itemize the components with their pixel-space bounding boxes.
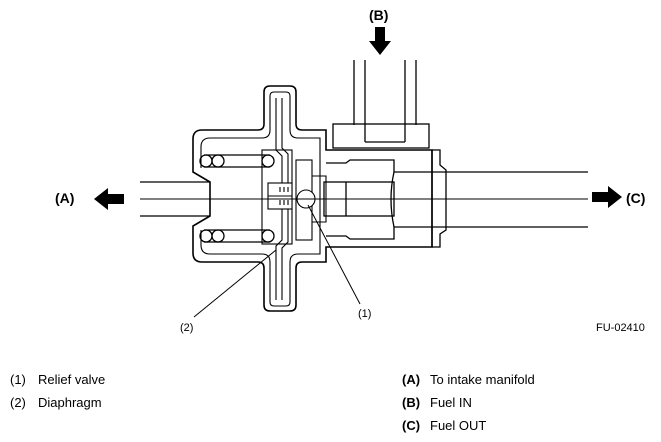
- legend-key: (C): [402, 418, 421, 433]
- relief-valve: [267, 159, 327, 241]
- callout-c: (C): [626, 190, 645, 206]
- legend-item-intake-manifold: (A) To intake manifold: [402, 372, 535, 395]
- legend-text: Diaphragm: [38, 395, 102, 410]
- legend-flows: (A) To intake manifold (B) Fuel IN (C) Fuel…: [402, 372, 535, 441]
- vacuum-port-pipe: [140, 181, 210, 217]
- fuel-in-pipe: [332, 60, 430, 149]
- legend-text: Fuel OUT: [430, 418, 487, 433]
- legend-item-diaphragm: (2) Diaphragm: [10, 395, 105, 418]
- legend-text: To intake manifold: [430, 372, 535, 387]
- callout-2: (2): [180, 322, 193, 334]
- legend-text: Fuel IN: [430, 395, 472, 410]
- fuel-out-pipe: [432, 149, 588, 248]
- legend-key: (B): [402, 395, 421, 410]
- legend-key: (2): [10, 395, 26, 410]
- callout-a: (A): [55, 190, 74, 206]
- callout-b: (B): [369, 7, 388, 23]
- legend-parts: (1) Relief valve (2) Diaphragm: [10, 372, 105, 418]
- leader-line-2: [193, 249, 277, 318]
- regulator-housing: [192, 85, 433, 312]
- legend-item-fuel-in: (B) Fuel IN: [402, 395, 535, 418]
- leader-line-1: [307, 204, 361, 305]
- legend-item-fuel-out: (C) Fuel OUT: [402, 418, 535, 441]
- legend-key: (A): [402, 372, 421, 387]
- legend-text: Relief valve: [38, 372, 106, 387]
- legend-item-relief-valve: (1) Relief valve: [10, 372, 105, 395]
- arrow-c-right: [592, 186, 622, 208]
- spring-upper: [199, 154, 275, 168]
- arrow-b-down: [369, 27, 391, 55]
- legend-key: (1): [10, 372, 26, 387]
- spring-lower: [199, 229, 275, 243]
- figure-id: FU-02410: [596, 322, 645, 334]
- callout-1: (1): [358, 308, 371, 320]
- arrow-a-left: [94, 188, 124, 210]
